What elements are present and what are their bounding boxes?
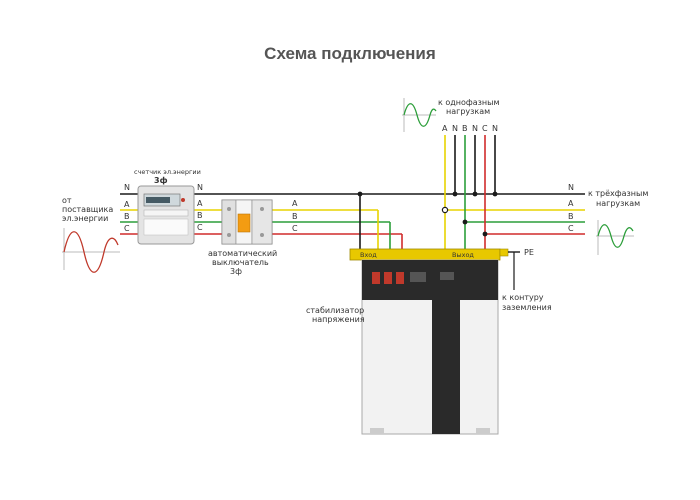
label-c-right: C bbox=[568, 224, 574, 233]
ground-label-2: заземления bbox=[502, 303, 552, 312]
circuit-breaker bbox=[221, 199, 273, 245]
source-label-1: от bbox=[62, 196, 72, 205]
sp-label-4: N bbox=[472, 124, 478, 133]
source-label-2: поставщика bbox=[62, 205, 113, 214]
label-n-right: N bbox=[568, 183, 574, 192]
meter-title: счетчик эл.энергии bbox=[134, 168, 201, 176]
label-b-right: B bbox=[568, 212, 574, 221]
sp-label-5: C bbox=[482, 124, 488, 133]
label-b-breaker: B bbox=[292, 212, 298, 221]
label-a-left: A bbox=[124, 200, 130, 209]
label-b-meter: B bbox=[197, 211, 203, 220]
single-phase-label-1: к однофазным bbox=[438, 98, 500, 107]
sp-label-3: B bbox=[462, 124, 468, 133]
three-phase-sine-icon bbox=[596, 220, 634, 255]
single-phase-label-2: нагрузкам bbox=[446, 107, 490, 116]
ground-label-1: к контуру bbox=[502, 293, 544, 302]
sp-label-1: A bbox=[442, 124, 448, 133]
voltage-stabilizer bbox=[361, 259, 499, 435]
terminal-out-label: Выход bbox=[452, 251, 474, 259]
sp-label-6: N bbox=[492, 124, 498, 133]
label-n-left: N bbox=[124, 183, 130, 192]
breaker-label-2: выключатель bbox=[212, 258, 269, 267]
source-label-3: эл.энергии bbox=[62, 214, 108, 223]
terminal-in-label: Вход bbox=[360, 251, 377, 259]
label-n-meter: N bbox=[197, 183, 203, 192]
three-phase-label-2: нагрузкам bbox=[596, 199, 640, 208]
breaker-label-1: автоматический bbox=[208, 249, 277, 258]
sp-label-2: N bbox=[452, 124, 458, 133]
page-title: Схема подключения bbox=[264, 44, 436, 63]
source-sine-icon bbox=[62, 228, 120, 273]
electricity-meter bbox=[137, 185, 195, 245]
meter-phase: 3ф bbox=[154, 176, 168, 185]
pe-label: PE bbox=[524, 248, 534, 257]
label-a-meter: A bbox=[197, 199, 203, 208]
label-c-breaker: C bbox=[292, 224, 298, 233]
stabilizer-label-2: напряжения bbox=[312, 315, 365, 324]
label-a-breaker: A bbox=[292, 199, 298, 208]
label-a-right: A bbox=[568, 199, 574, 208]
label-c-left: C bbox=[124, 224, 130, 233]
breaker-label-3: 3ф bbox=[230, 267, 242, 276]
stabilizer-label-1: стабилизатор bbox=[306, 306, 364, 315]
single-phase-sine-icon bbox=[402, 98, 437, 132]
three-phase-label-1: к трёхфазным bbox=[588, 189, 648, 198]
label-b-left: B bbox=[124, 212, 130, 221]
label-c-meter: C bbox=[197, 223, 203, 232]
